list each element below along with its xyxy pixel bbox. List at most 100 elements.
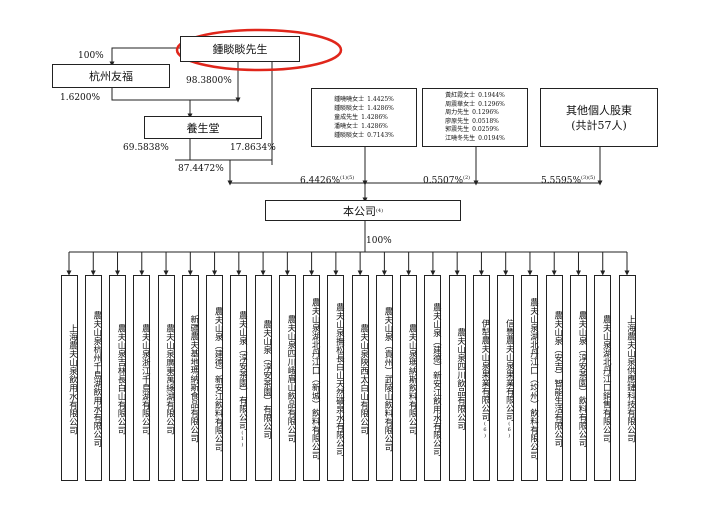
holder-group-1-holder-pct: 0.7143%	[367, 132, 394, 139]
subsidiary-name: 農夫山泉撫松長白山天然礦泉水有限公司	[334, 302, 345, 456]
edge-group2-note: (2)	[463, 175, 471, 181]
node-company: 本公司(4)	[265, 200, 461, 221]
holder-group-2-holder-name: 郭震先生	[445, 126, 470, 133]
holder-group-1-holder-name: 鍾曉曉女士	[334, 96, 365, 103]
holder-group-2-holder-name: 黃紅霞女士	[445, 92, 476, 99]
subsidiary-box: 上海農夫山泉供應鏈科技有限公司	[618, 275, 636, 481]
subsidiary-box: 農夫山泉撫松長白山天然礦泉水有限公司	[327, 275, 345, 481]
holder-group-1-holder-pct: 1.4286%	[367, 105, 394, 112]
edge-others-pct: 5.5595%	[541, 176, 582, 186]
subsidiary-box: 農夫山泉湖北丹江口銷售有限公司	[594, 275, 612, 481]
node-others-line1: 其他個人股東	[566, 103, 632, 117]
edge-company-subs: 100%	[366, 236, 392, 246]
subsidiary-name: 農夫山泉杭州千島湖飲用水有限公司	[91, 311, 102, 447]
subsidiary-name: 農夫山泉（淳安茶園）有限公司	[237, 310, 248, 430]
holder-group-2-holder-name: 周力先生	[445, 109, 470, 116]
holder-group-2-holder-name: 江曉冬先生	[445, 134, 476, 142]
holder-group-1-holder-name: 鍾睒睒女士	[334, 132, 365, 139]
subsidiary-box: 信豐農夫山泉果業有限公司(6)	[497, 275, 515, 481]
subsidiary-name: 農夫山泉（建德）新安江飲用水有限公司	[431, 302, 442, 456]
subsidiary-name: 農夫山泉（淳安茶園）飲料有限公司	[576, 311, 587, 447]
edge-group1-pct: 6.4426%	[300, 176, 341, 186]
holder-group-2-holder-name: 周震華女士	[445, 100, 476, 108]
edge-yst-left: 69.5838%	[123, 143, 169, 153]
subsidiary-name: 農夫山泉陝西太白山有限公司	[358, 323, 369, 435]
subsidiary-box: 伊犁農夫山泉果業有限公司(6)	[472, 275, 490, 481]
subsidiary-box: 農夫山泉杭州千島湖飲用水有限公司	[84, 275, 102, 481]
subsidiary-box: 農夫山泉陝西太白山有限公司	[351, 275, 369, 481]
subsidiary-box: 農夫山泉（淳安茶園）飲料有限公司	[569, 275, 587, 481]
edge-group2-pct: 0.5507%	[423, 176, 464, 186]
holder-group-1-holder-pct: 1.4286%	[361, 114, 388, 121]
subsidiary-box: 新疆農夫基地瑪納斯食品有限公司	[181, 275, 199, 481]
node-yangshengtang-label: 養生堂	[186, 121, 220, 135]
subsidiary-name: 農夫山泉（貴州）武陵山飲料有限公司	[382, 306, 393, 452]
holder-group-2-holder-pct: 0.0518%	[472, 117, 499, 125]
subsidiary-box: 農夫山泉廣東萬綠湖有限公司	[157, 275, 175, 481]
node-zhong-label: 鍾睒睒先生	[212, 43, 268, 56]
subsidiary-box: 農夫山泉（安吉）智能生活有限公司	[545, 275, 563, 481]
subsidiary-box: 農夫山泉四川飲品有限公司	[448, 275, 466, 481]
subsidiary-name: 農夫山泉吉林長白山有限公司	[116, 323, 127, 435]
subsidiary-name: 農夫山泉湖北丹江口（新城）飲料有限公司	[310, 298, 321, 460]
subsidiary-box: 農夫山泉湖北丹江口（均州）飲料有限公司	[521, 275, 539, 481]
subsidiary-box: 農夫山泉吉林長白山有限公司	[109, 275, 127, 481]
subsidiary-box: 農夫山泉（淳安茶園）有限公司	[254, 275, 272, 481]
edge-others-company: 5.5595%(3)(5)	[541, 173, 595, 186]
edge-yst-right: 17.8634%	[230, 143, 276, 153]
node-company-note: (4)	[375, 207, 384, 214]
edge-zhong-company: 87.4472%	[178, 164, 224, 174]
subsidiary-note: (1)	[239, 429, 246, 448]
subsidiary-name: 農夫山泉（安吉）智能生活有限公司	[552, 311, 563, 447]
subsidiary-name: 農夫山泉四川飲品有限公司	[455, 328, 466, 430]
edge-group1-note: (1)(5)	[340, 175, 355, 181]
subsidiary-name: 新疆農夫基地瑪納斯食品有限公司	[188, 315, 199, 443]
holder-group-1-holder-pct: 1.4425%	[367, 96, 394, 103]
holder-group-1-holder-name: 鍾睒睒女士	[334, 105, 365, 112]
edge-hangzhou-yst: 1.6200%	[60, 93, 101, 103]
subsidiary-box: 上海農夫山泉飲用水有限公司	[60, 275, 78, 481]
subsidiary-name: 信豐農夫山泉果業有限公司	[504, 319, 515, 421]
edge-group2-company: 0.5507%(2)	[423, 173, 470, 186]
subsidiary-name: 農夫山泉（淳安茶園）有限公司	[261, 319, 272, 439]
subsidiary-name: 農夫山泉浙江千島湖有限公司	[140, 323, 151, 435]
subsidiary-note: (6)	[481, 421, 488, 439]
edge-zhong-yst: 98.3800%	[186, 76, 232, 86]
highlight-ellipse	[175, 28, 343, 72]
subsidiary-box: 農夫山泉（貴州）武陵山飲料有限公司	[375, 275, 393, 481]
subsidiary-box: 農夫山泉（建德）新安江飲用水有限公司	[424, 275, 442, 481]
subsidiary-box: 農夫山泉瑪納斯飲料有限公司	[400, 275, 418, 481]
subsidiary-name: 伊犁農夫山泉果業有限公司	[479, 319, 490, 421]
edge-group1-company: 6.4426%(1)(5)	[300, 173, 354, 186]
subsidiary-name: 農夫山泉瑪納斯飲料有限公司	[407, 323, 418, 435]
holder-group-2-holder-pct: 0.1296%	[472, 109, 499, 116]
subsidiary-name: 上海農夫山泉飲用水有限公司	[67, 323, 78, 435]
subsidiary-box: 農夫山泉（建德）新安江飲料有限公司	[206, 275, 224, 481]
subsidiary-name: 農夫山泉湖北丹江口銷售有限公司	[601, 315, 612, 443]
subsidiary-box: 農夫山泉湖北丹江口（新城）飲料有限公司	[303, 275, 321, 481]
holder-group-2-holder-pct: 0.1296%	[478, 100, 505, 108]
node-others-line2: (共計57人)	[571, 118, 627, 132]
subsidiary-note: (6)	[506, 421, 513, 439]
node-company-label: 本公司	[342, 204, 376, 218]
edge-zhong-hangzhou: 100%	[78, 51, 104, 61]
subsidiary-name: 農夫山泉廣東萬綠湖有限公司	[164, 323, 175, 435]
subsidiary-name: 上海農夫山泉供應鏈科技有限公司	[625, 315, 636, 443]
node-hangzhou: 杭州友福	[52, 64, 170, 88]
subsidiary-name: 農夫山泉湖北丹江口（均州）飲料有限公司	[528, 298, 539, 460]
